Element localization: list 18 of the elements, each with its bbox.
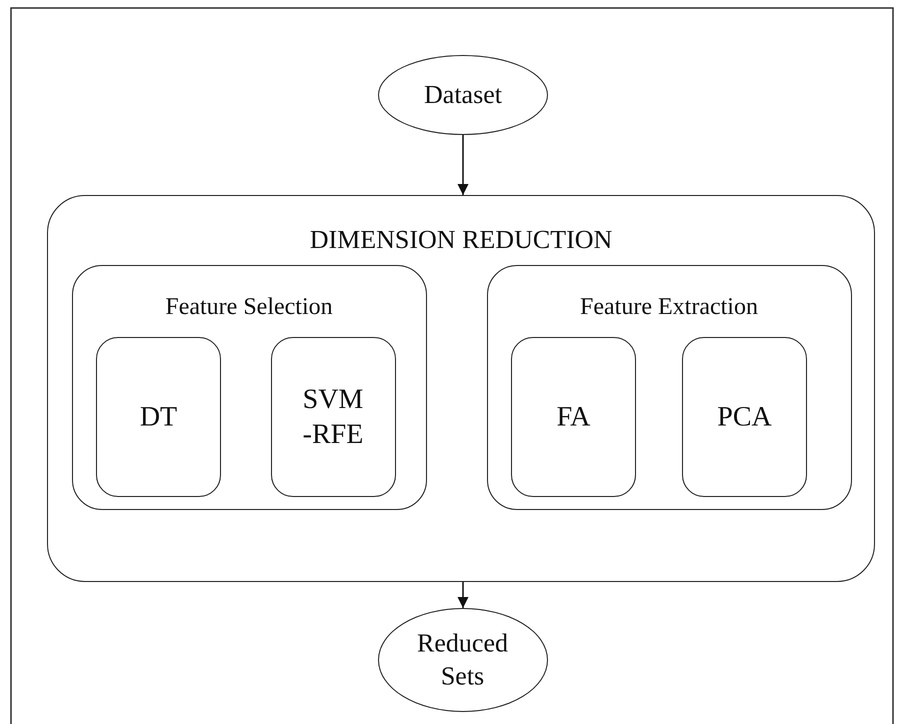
node-label: Dataset [423, 78, 503, 111]
group-box [47, 195, 875, 582]
node-label: PCA [716, 400, 773, 434]
node-label: SVM -RFE [302, 383, 364, 452]
arrow [458, 582, 468, 608]
arrow [458, 135, 468, 195]
group-box [486, 264, 852, 510]
node-label: DT [138, 400, 178, 434]
process-box [96, 337, 221, 497]
process-box [271, 337, 396, 497]
node-label: FA [556, 400, 592, 434]
group-title: Feature Extraction [579, 292, 759, 322]
process-box [511, 337, 636, 497]
node-label: Reduced Sets [416, 628, 509, 692]
process-box [682, 337, 807, 497]
group-title: Feature Selection [164, 292, 334, 322]
group-box [72, 264, 426, 510]
group-title: DIMENSION REDUCTION [308, 224, 614, 256]
